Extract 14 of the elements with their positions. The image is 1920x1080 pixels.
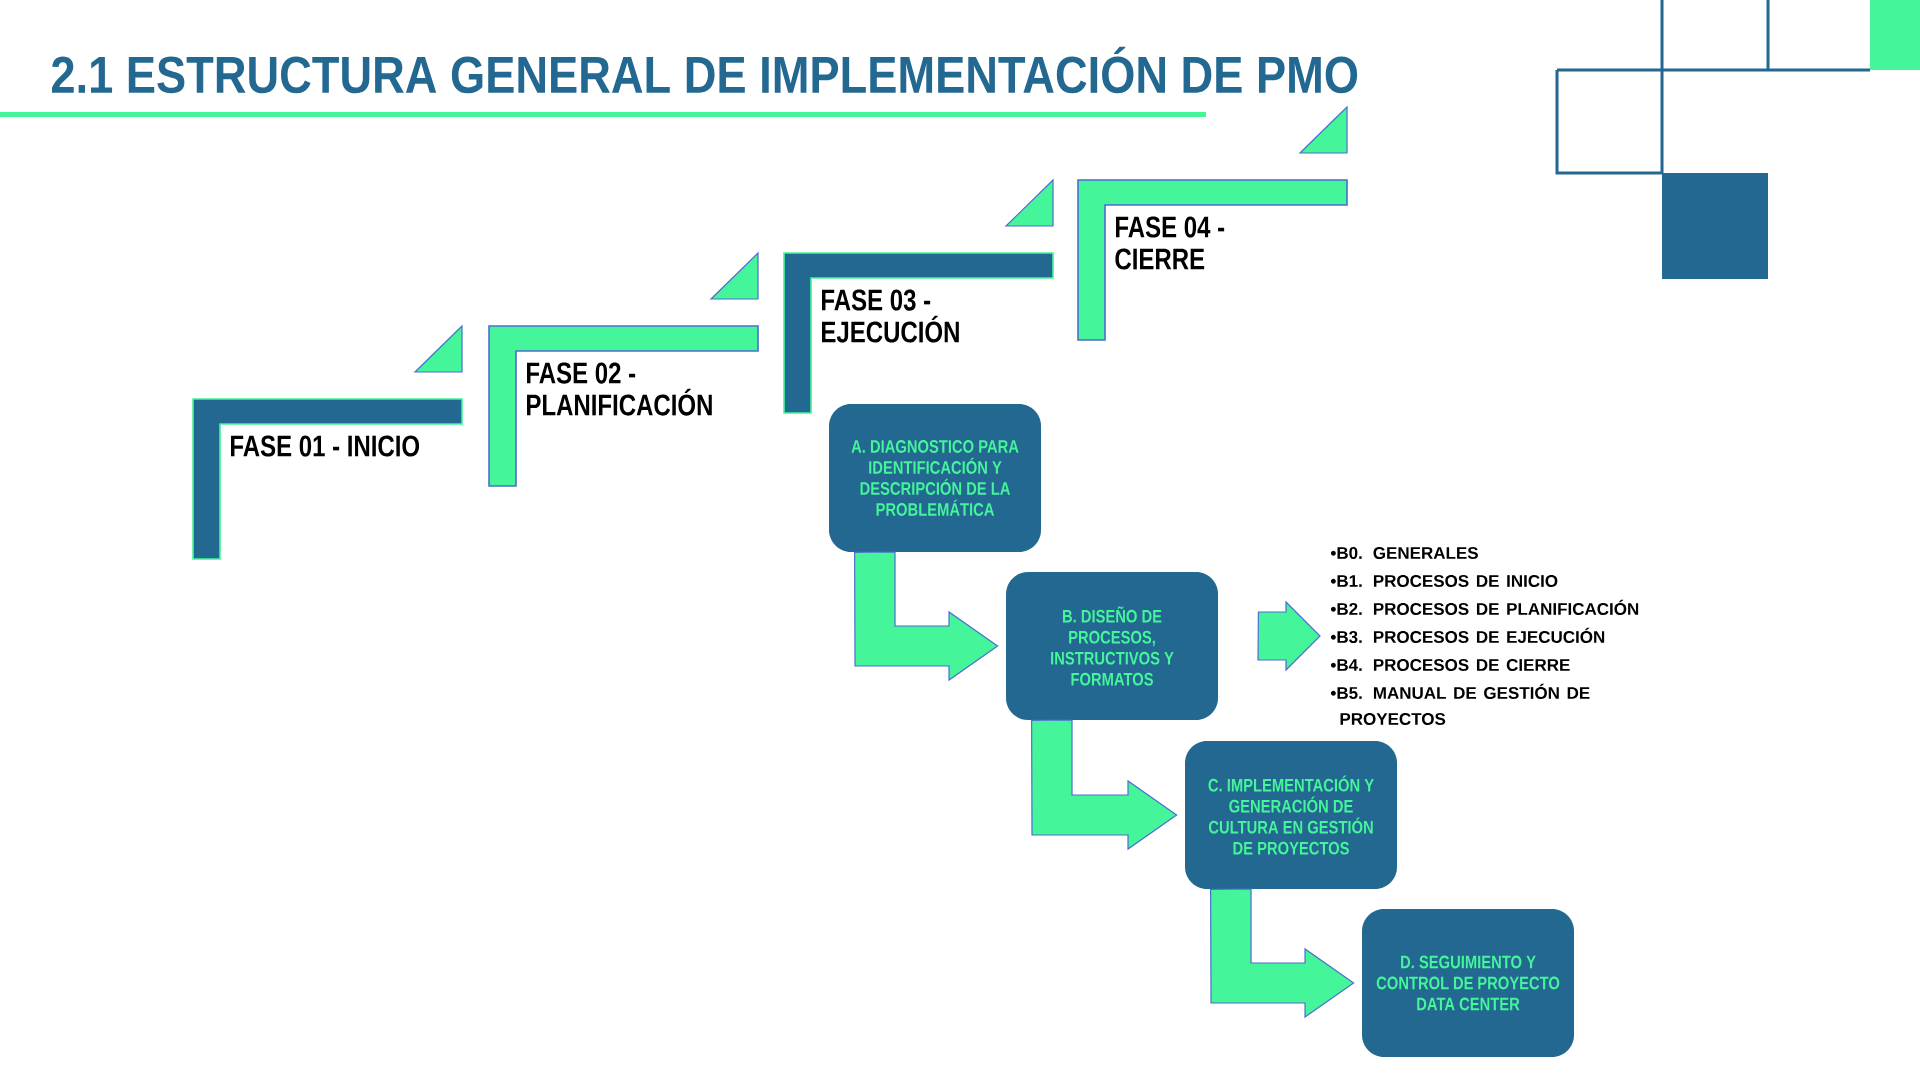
block-arrow bbox=[854, 551, 999, 682]
process-box: C. IMPLEMENTACIÓN Y GENERACIÓN DE CULTURA EN GESTIÓN DE PROYECTOS bbox=[1185, 741, 1397, 889]
block-arrow bbox=[1031, 719, 1178, 851]
process-box: D. SEGUIMIENTO Y CONTROL DE PROYECTO DATA CENTER bbox=[1362, 909, 1574, 1057]
block-arrow bbox=[1257, 600, 1321, 672]
block-arrow bbox=[1210, 888, 1355, 1019]
process-box: A. DIAGNOSTICO PARA IDENTIFICACIÓN Y DESCRIPCIÓN DE LA PROBLEMÁTICA bbox=[829, 404, 1041, 552]
title: 2.1 ESTRUCTURA GENERAL DE IMPLEMENTACIÓN DE PMO bbox=[52, 46, 1358, 94]
phase-step: FASE 02 - PLANIFICACIÓN bbox=[488, 325, 759, 487]
bullet-list: •B0. GENERALES •B1. PROCESOS DE INICIO •B2. PROCESOS DE PLANIFICACIÓN •B3. PROCESOS DE EJECUCIÓN •B4. PROCESOS DE CIERRE •B5. MANUAL DE GESTIÓN DE PROYECTOS bbox=[1330, 547, 1639, 725]
phase-step: FASE 01 - INICIO bbox=[192, 398, 463, 560]
phase-step: FASE 03 - EJECUCIÓN bbox=[783, 252, 1054, 414]
phase-step: FASE 04 - CIERRE bbox=[1077, 179, 1348, 341]
process-box: B. DISEÑO DE PROCESOS, INSTRUCTIVOS Y FORMATOS bbox=[1006, 572, 1218, 720]
